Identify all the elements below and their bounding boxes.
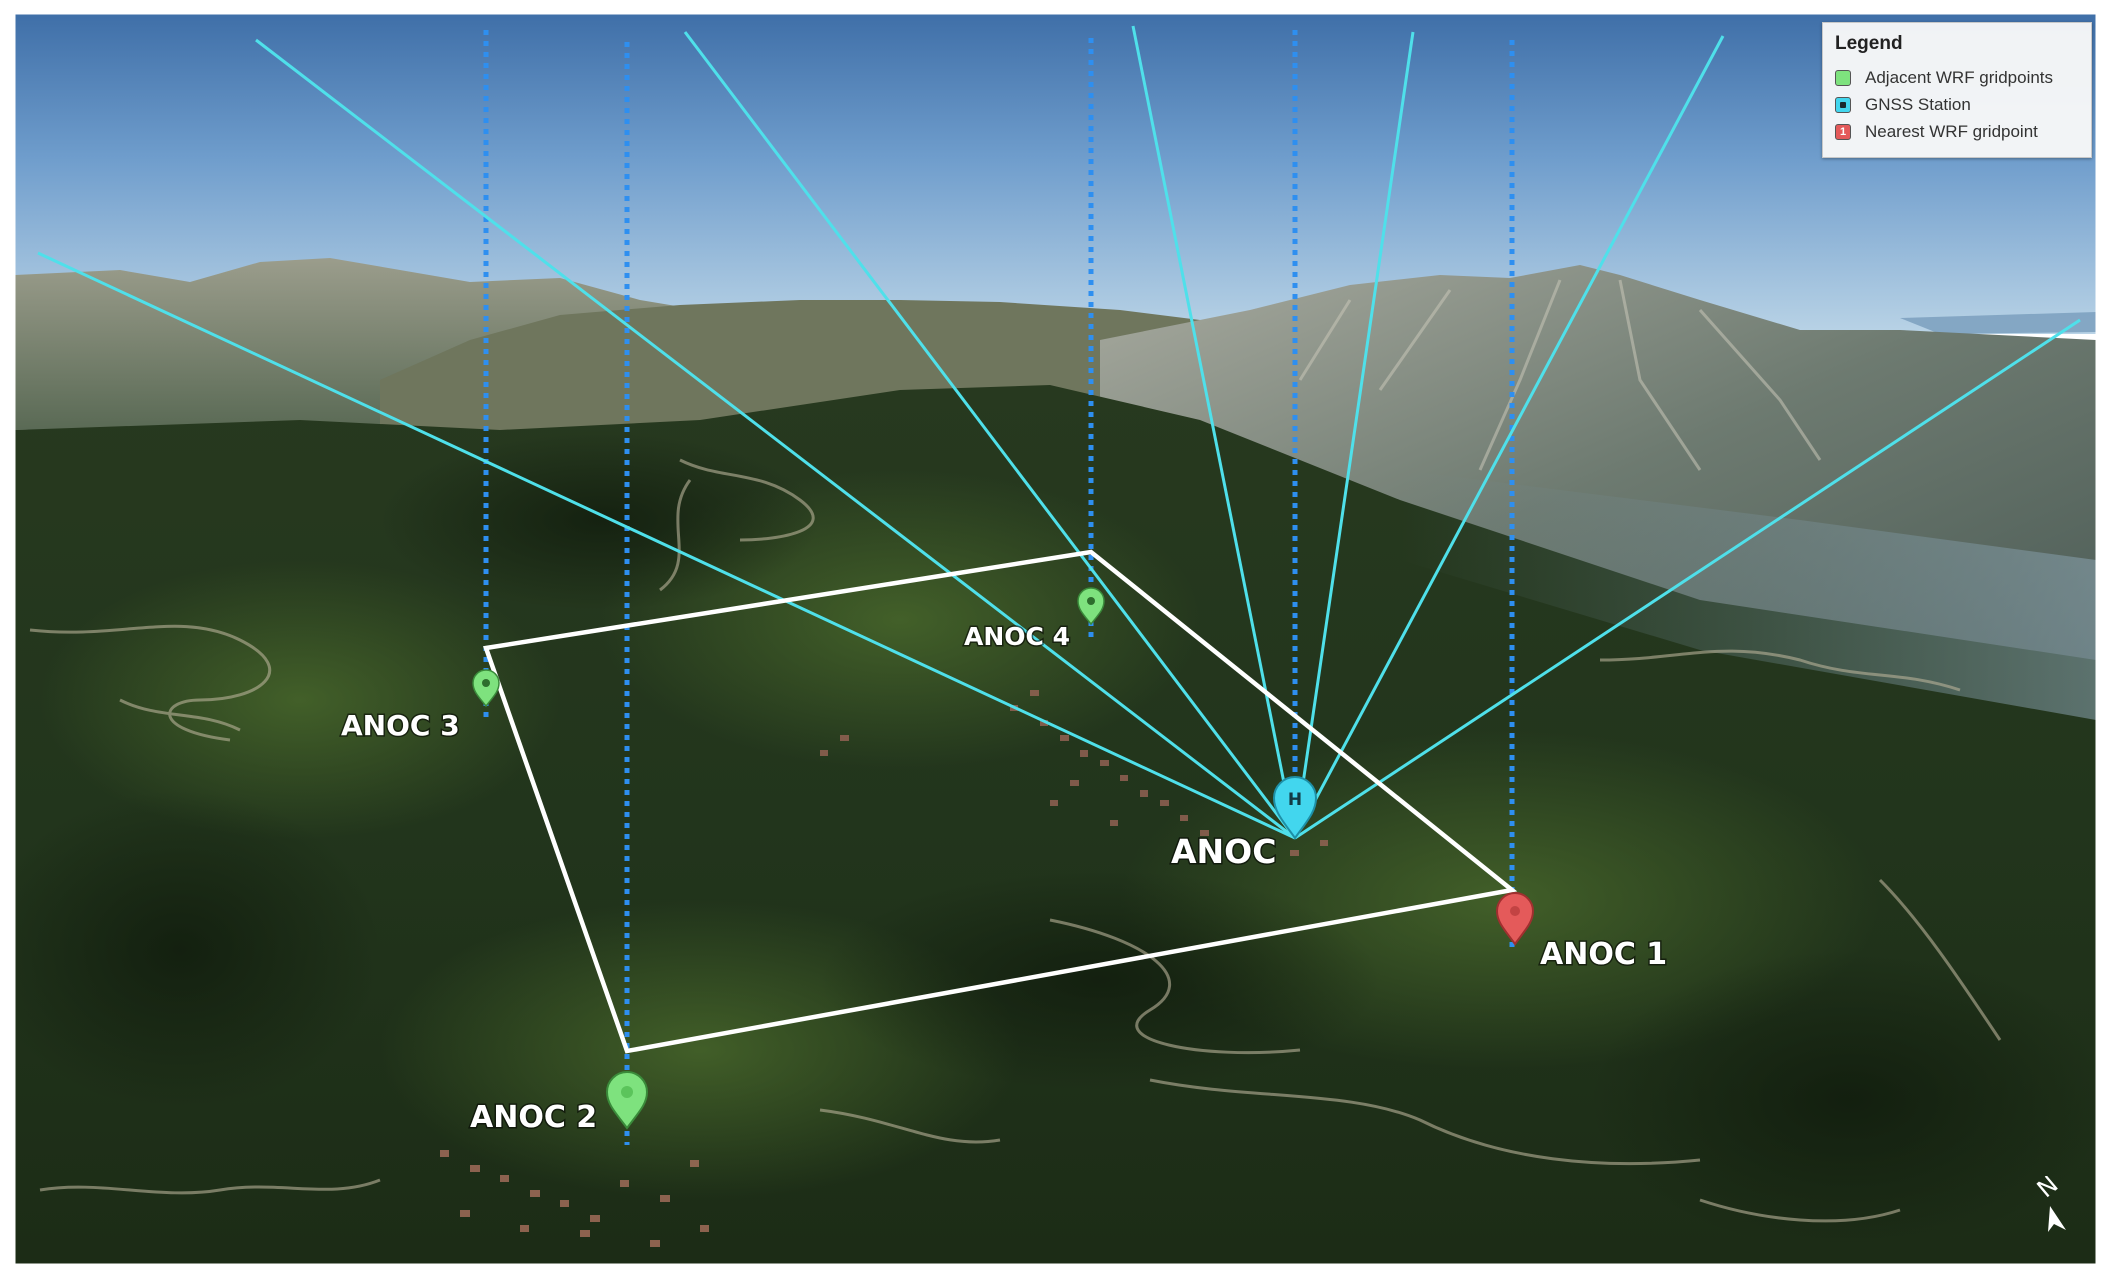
legend-label-adjacent: Adjacent WRF gridpoints <box>1865 67 2054 87</box>
mountain-ridge-lines <box>1298 279 1822 471</box>
gnss-station-icon <box>1835 96 1851 113</box>
green-marker-icon <box>1835 69 1851 86</box>
label-anoc4: ANOC 4 <box>964 622 1070 651</box>
legend-item-adjacent: Adjacent WRF gridpoints <box>1835 64 2079 91</box>
label-anoc: ANOC <box>1171 832 1276 871</box>
mountain-roads <box>29 458 2002 1223</box>
marker-gnss-anoc[interactable]: H <box>1272 776 1318 840</box>
legend-label-gnss: GNSS Station <box>1865 94 1971 114</box>
vertical-dotted-lines <box>483 30 1515 1145</box>
marker-anoc3[interactable] <box>472 669 500 708</box>
village-anoc2 <box>440 1150 709 1247</box>
gnss-marker-letter: H <box>1288 790 1302 810</box>
label-anoc3: ANOC 3 <box>341 709 460 742</box>
north-arrow-icon[interactable]: N <box>2028 1176 2072 1236</box>
wrf-grid-cell-outline <box>482 549 1518 1054</box>
legend-title: Legend <box>1835 33 1903 54</box>
label-anoc2: ANOC 2 <box>470 1100 597 1135</box>
marker-anoc2[interactable] <box>605 1071 649 1130</box>
distant-sea <box>1900 312 2096 334</box>
legend-panel: Legend Adjacent WRF gridpoints GNSS Stat… <box>1822 22 2092 158</box>
legend-label-nearest: Nearest WRF gridpoint <box>1865 121 2038 141</box>
legend-item-gnss: GNSS Station <box>1835 91 2079 118</box>
marker-anoc4[interactable] <box>1077 587 1105 626</box>
label-anoc1: ANOC 1 <box>1540 937 1667 972</box>
north-letter: N <box>2032 1176 2064 1203</box>
red-marker-icon: 1 <box>1835 123 1851 140</box>
valley-haze <box>1400 470 2096 720</box>
gnss-slant-rays <box>37 25 2081 840</box>
marker-anoc1[interactable] <box>1495 892 1535 946</box>
legend-item-nearest: 1 Nearest WRF gridpoint <box>1835 118 2079 145</box>
